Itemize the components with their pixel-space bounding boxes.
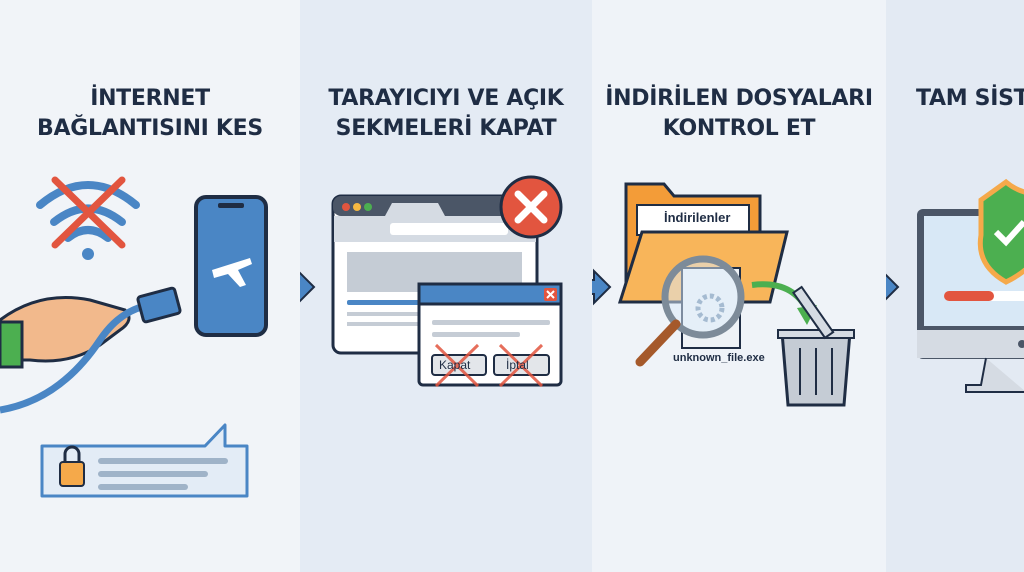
step-title: TAM SİST	[916, 86, 1024, 111]
folder-label: İndirilenler	[664, 210, 731, 225]
dialog-window	[417, 282, 563, 388]
locked-message-bubble-icon	[40, 423, 249, 498]
arrow-right-icon	[886, 273, 900, 301]
step-full-system-scan: TAM SİST	[886, 0, 1024, 572]
step-title: TARAYICIYI VE AÇIK SEKMELERİ KAPAT	[328, 86, 564, 141]
close-x-icon	[499, 175, 563, 239]
hand-unplugging-cable-icon	[0, 286, 182, 414]
dialog-button-cancel: İptal	[506, 358, 529, 372]
step-title: İNTERNET BAĞLANTISINI KES	[37, 86, 263, 141]
disconnect-illustration	[0, 176, 268, 498]
trash-bin-icon	[777, 285, 855, 407]
magnifying-glass-icon	[635, 255, 745, 367]
arrow-right-icon	[300, 271, 316, 303]
browser-illustration	[300, 175, 563, 388]
arrow-right-icon	[592, 268, 612, 306]
scan-progress-bar	[944, 291, 994, 301]
step-close-browser: TARAYICIYI VE AÇIK SEKMELERİ KAPAT	[300, 0, 592, 572]
downloads-illustration	[592, 182, 855, 407]
dialog-button-close: Kapat	[439, 358, 471, 372]
step-check-downloads: İNDİRİLEN DOSYALARI KONTROL ET İndirilen…	[592, 0, 886, 572]
wifi-off-icon	[36, 176, 140, 260]
step-title: İNDİRİLEN DOSYALARI KONTROL ET	[605, 86, 873, 141]
step-disconnect-internet: İNTERNET BAĞLANTISINI KES	[0, 0, 300, 572]
airplane-mode-phone-icon	[194, 195, 268, 337]
file-name: unknown_file.exe	[673, 352, 765, 364]
scan-illustration	[886, 178, 1024, 393]
shield-check-icon	[977, 178, 1024, 285]
